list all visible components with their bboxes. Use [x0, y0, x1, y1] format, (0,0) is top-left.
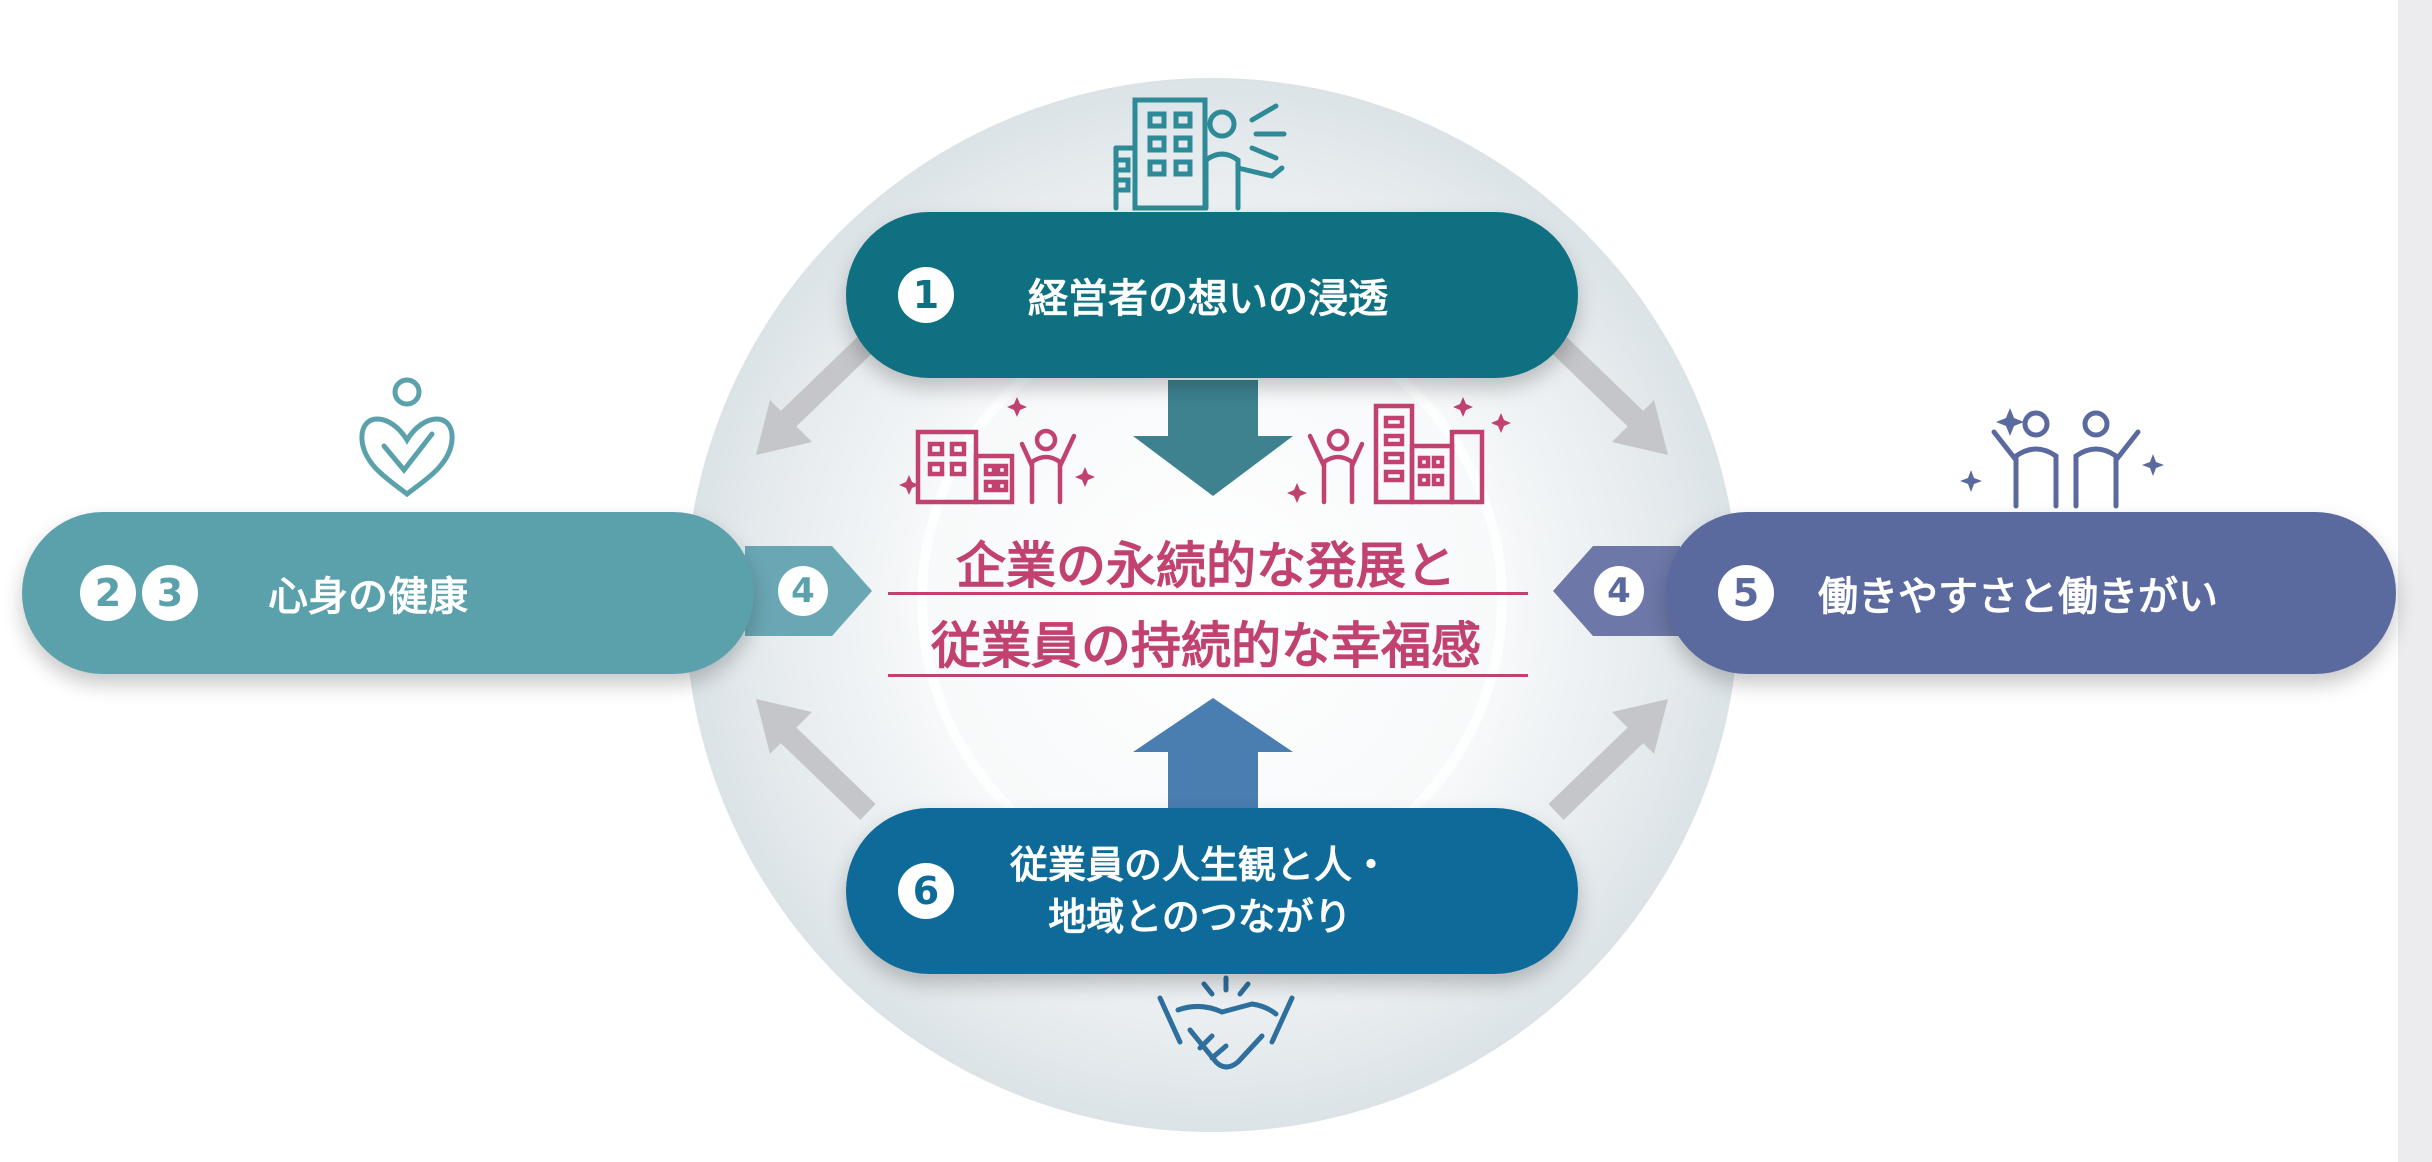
arrow-right-number-badge: 4	[1594, 566, 1644, 616]
arrow-bottom-left	[756, 699, 876, 820]
pill-left-health: 2 3 心身の健康	[22, 512, 754, 674]
pill-label: 心身の健康	[268, 574, 468, 620]
building-person-cheering-icon	[899, 397, 1095, 505]
center-title-line-2: 従業員の持続的な幸福感	[931, 617, 1481, 675]
center-divider-2	[888, 674, 1528, 677]
arrow-bottom-up	[1133, 698, 1293, 808]
pill-label-block: 従業員の人生観と人・ 地域とのつながり	[1010, 839, 1390, 943]
pill-number-badge: 5	[1718, 565, 1774, 621]
arrow-top-right	[1548, 334, 1668, 455]
pill-label: 経営者の想いの浸透	[1028, 276, 1388, 322]
pill-number-badge: 6	[898, 863, 954, 919]
pill-top-leadership: 1 経営者の想いの浸透	[846, 212, 1578, 378]
pill-right-work: 5 働きやすさと働きがい	[1666, 512, 2396, 674]
center-divider-1	[888, 592, 1528, 595]
pill-number-badge: 1	[898, 267, 954, 323]
arrow-top-left	[756, 334, 876, 455]
office-building-presenter-icon	[1113, 97, 1287, 211]
pill-bottom-connections: 6 従業員の人生観と人・ 地域とのつながり	[846, 808, 1578, 974]
right-edge-strip	[2398, 0, 2432, 1162]
heart-with-person-icon	[359, 377, 455, 498]
two-people-cheering-icon	[1960, 408, 2164, 509]
person-cheering-building-icon	[1287, 397, 1511, 505]
pill-label-line-2: 地域とのつながり	[1048, 895, 1352, 939]
pill-number-badge: 3	[142, 565, 198, 621]
arrow-left-number-badge: 4	[778, 566, 828, 616]
center-title-line-1: 企業の永続的な発展と	[956, 537, 1456, 595]
arrow-top-down	[1133, 380, 1293, 496]
pill-label-line-1: 従業員の人生観と人・	[1010, 843, 1391, 887]
arrow-bottom-right	[1548, 699, 1668, 820]
handshake-icon	[1157, 975, 1295, 1070]
pill-number-badge: 2	[80, 565, 136, 621]
pill-label: 働きやすさと働きがい	[1818, 574, 2218, 620]
